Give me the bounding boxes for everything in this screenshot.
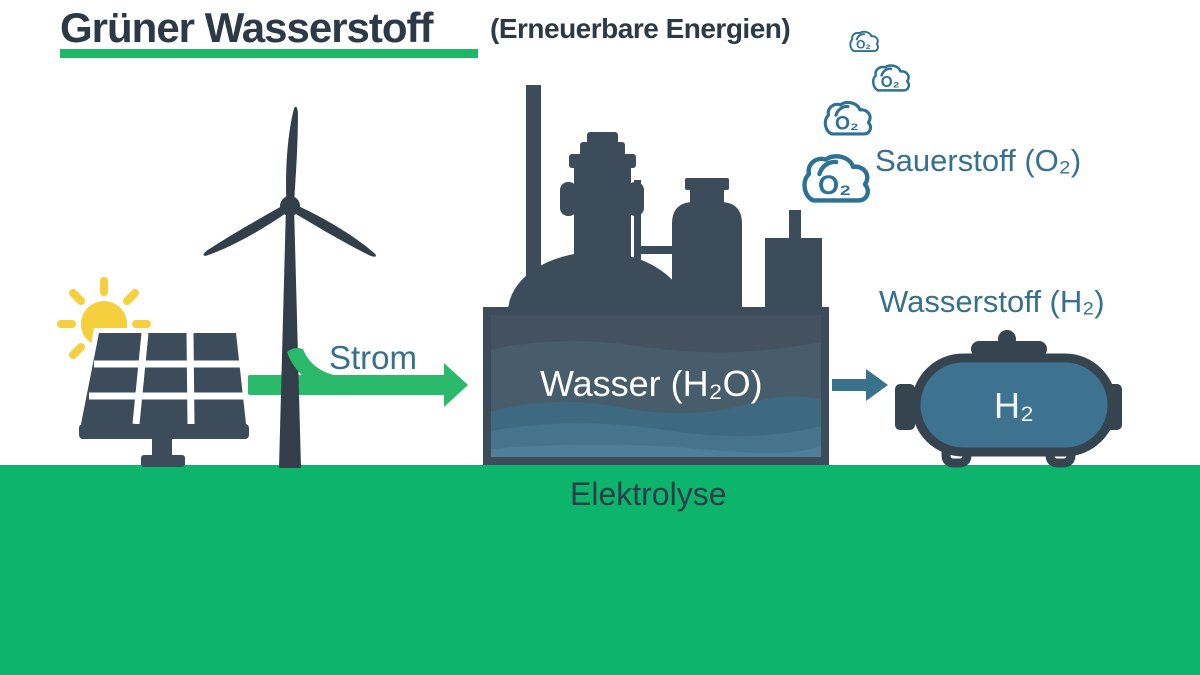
oxygen-clouds: O₂ O₂ O₂ O₂ [802, 30, 911, 203]
strom-arrow-swoosh [287, 348, 352, 395]
oxygen-cloud-icon-large: O₂ [802, 154, 870, 203]
hydrogen-tank-icon [895, 330, 1122, 468]
water-basin [483, 307, 829, 465]
solar-panel-icon [76, 328, 252, 467]
wasser-label: Wasser (H₂O) [540, 363, 763, 404]
oxygen-cloud-icon-tiny: O₂ [849, 30, 879, 53]
sauerstoff-label: Sauerstoff (O₂) [875, 143, 1082, 178]
hydrogen-flow-arrow [832, 369, 888, 401]
page-title: Grüner Wasserstoff [60, 4, 434, 51]
o2-cloud-label: O₂ [881, 74, 900, 91]
o2-cloud-label: O₂ [835, 112, 859, 134]
wind-turbine-icon [203, 106, 376, 468]
elektrolyse-label: Elektrolyse [570, 476, 727, 512]
wasserstoff-label: Wasserstoff (H₂) [879, 284, 1105, 319]
oxygen-cloud-icon-medium: O₂ [823, 100, 872, 136]
strom-label: Strom [329, 339, 418, 376]
o2-cloud-label: O₂ [856, 37, 871, 51]
hydrogen-tank-label: H₂ [994, 385, 1034, 426]
page-subtitle: (Erneuerbare Energien) [490, 13, 791, 44]
ground [0, 465, 1200, 675]
oxygen-cloud-icon-small: O₂ [872, 64, 911, 92]
o2-cloud-label: O₂ [818, 169, 851, 200]
title-underline [60, 49, 478, 58]
